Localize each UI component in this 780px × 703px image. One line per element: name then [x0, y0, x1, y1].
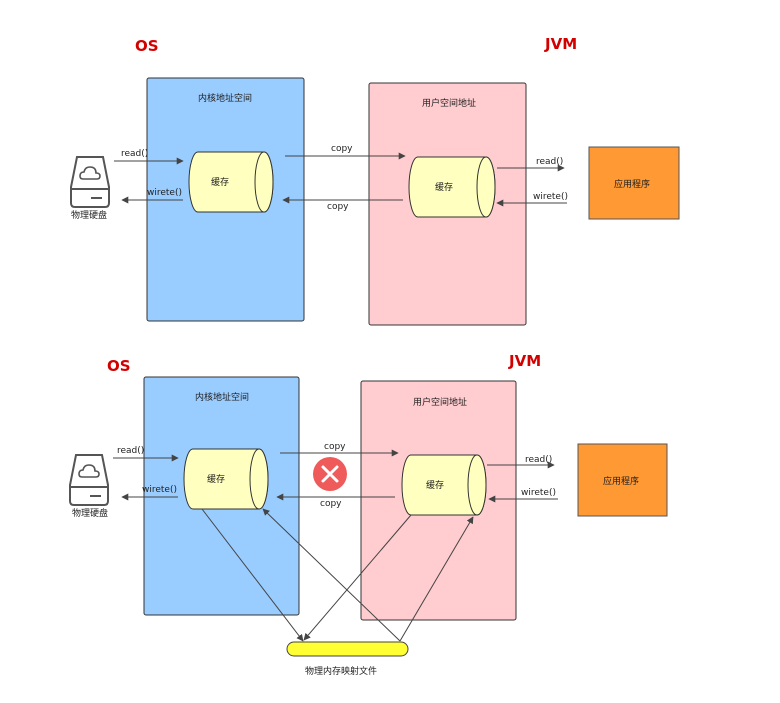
bottom-user-title: 用户空间地址 [413, 396, 467, 408]
top-app-box [588, 146, 680, 220]
mmap-to-user-arrow [399, 516, 474, 642]
top-jvm-label: JVM [544, 35, 577, 53]
bottom-diagram: OS JVM 内核地址空间 用户空间地址 缓存 缓存 应用程序 [69, 352, 668, 677]
top-app-label: 应用程序 [614, 178, 650, 190]
bottom-copy-bottom-label: copy [320, 499, 342, 509]
user-to-mmap-arrow [303, 514, 412, 641]
top-write-label: wirete() [147, 188, 182, 198]
bottom-user-cache: 缓存 [401, 454, 487, 516]
top-disk-label: 物理硬盘 [71, 209, 107, 221]
bottom-jvm-label: JVM [508, 352, 541, 370]
top-read-label: read() [121, 149, 148, 159]
bottom-disk-label: 物理硬盘 [72, 507, 108, 519]
top-app-write-label: wirete() [533, 192, 568, 202]
top-user-cache-label: 缓存 [435, 181, 453, 193]
top-disk-icon [70, 156, 110, 208]
top-kernel-cache-label: 缓存 [211, 176, 229, 188]
bottom-write-label: wirete() [142, 485, 177, 495]
top-os-label: OS [135, 37, 159, 55]
top-app-read-label: read() [536, 157, 563, 167]
top-kernel-title: 内核地址空间 [198, 92, 252, 104]
top-diagram: OS JVM 内核地址空间 用户空间地址 缓存 缓存 应用程序 [70, 35, 680, 326]
bottom-kernel-title: 内核地址空间 [195, 391, 249, 403]
mmap-bar [286, 641, 409, 657]
kernel-to-mmap-arrow [201, 508, 304, 642]
mmap-label: 物理内存映射文件 [305, 665, 377, 677]
bottom-kernel-cache-label: 缓存 [207, 473, 225, 485]
bottom-user-cache-label: 缓存 [426, 479, 444, 491]
bottom-copy-top-label: copy [324, 442, 346, 452]
top-user-cache: 缓存 [408, 156, 496, 218]
top-kernel-cache: 缓存 [188, 151, 274, 213]
top-copy-top-label: copy [331, 144, 353, 154]
bottom-app-box [577, 443, 668, 517]
top-user-title: 用户空间地址 [422, 97, 476, 109]
top-copy-bottom-label: copy [327, 202, 349, 212]
bottom-app-label: 应用程序 [603, 475, 639, 487]
x-circle-icon [313, 457, 347, 491]
bottom-kernel-cache: 缓存 [183, 448, 269, 510]
mmap-to-kernel-arrow [262, 508, 401, 642]
bottom-disk-icon [69, 454, 109, 506]
bottom-app-read-label: read() [525, 455, 552, 465]
bottom-app-write-label: wirete() [521, 488, 556, 498]
bottom-read-label: read() [117, 446, 144, 456]
bottom-os-label: OS [107, 357, 131, 375]
